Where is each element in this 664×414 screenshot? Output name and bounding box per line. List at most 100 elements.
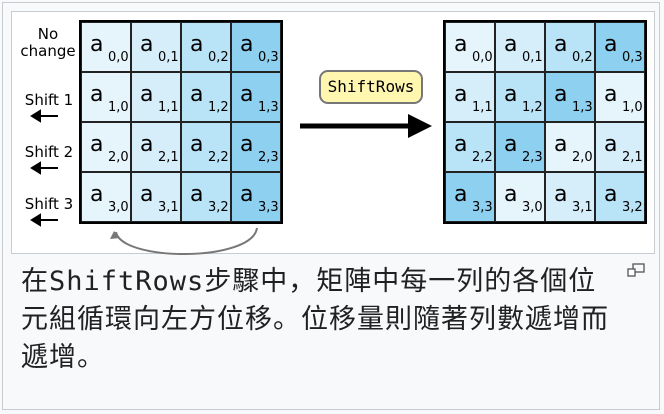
cell-subscript: 3,0 (522, 200, 543, 215)
cell-letter: a (454, 182, 468, 207)
figure-caption: 在ShiftRows步驟中，矩陣中每一列的各個位元組循環向左方位移。位移量則隨著… (21, 263, 621, 377)
cell-subscript: 2,1 (622, 150, 643, 165)
caption-part1: 在 (21, 266, 49, 297)
before-cell: a 2,2 (181, 122, 231, 172)
cell-letter: a (190, 32, 204, 57)
cell-subscript: 2,1 (158, 150, 179, 165)
before-cell: a 2,1 (131, 122, 181, 172)
cell-letter: a (240, 182, 254, 207)
caption-part2: 步驟中，矩陣中每一列的各個位元組循環向左方位移。位移量則隨著列數遞增而遞增。 (21, 266, 609, 373)
cell-subscript: 1,1 (472, 100, 493, 115)
cell-subscript: 3,2 (208, 200, 229, 215)
cell-subscript: 1,2 (208, 100, 229, 115)
shift-left-arrow-2 (30, 161, 58, 175)
enlarge-icon[interactable] (627, 263, 645, 277)
before-cell: a 3,2 (181, 172, 231, 222)
cell-subscript: 2,3 (522, 150, 543, 165)
cell-letter: a (90, 32, 104, 57)
cell-letter: a (190, 182, 204, 207)
cell-subscript: 3,3 (258, 200, 279, 215)
cell-subscript: 1,1 (158, 100, 179, 115)
cell-letter: a (90, 182, 104, 207)
main-arrow-icon (300, 114, 432, 138)
cell-letter: a (504, 182, 518, 207)
before-cell: a 0,0 (81, 22, 131, 72)
cell-letter: a (190, 132, 204, 157)
before-cell: a 1,1 (131, 72, 181, 122)
cell-letter: a (604, 182, 618, 207)
after-cell: a 0,3 (595, 22, 645, 72)
cell-subscript: 0,3 (622, 50, 643, 65)
cell-subscript: 2,0 (572, 150, 593, 165)
cell-subscript: 0,0 (108, 50, 129, 65)
before-cell: a 1,2 (181, 72, 231, 122)
row-label-2: Shift 2 (24, 143, 74, 161)
cell-subscript: 2,0 (108, 150, 129, 165)
cell-subscript: 1,2 (522, 100, 543, 115)
cell-letter: a (554, 32, 568, 57)
before-cell: a 3,3 (231, 172, 281, 222)
cell-subscript: 2,3 (258, 150, 279, 165)
cell-letter: a (140, 32, 154, 57)
shift-left-arrow-1 (30, 109, 58, 123)
cell-subscript: 1,0 (622, 100, 643, 115)
cell-subscript: 1,3 (572, 100, 593, 115)
cell-subscript: 3,3 (472, 200, 493, 215)
curve-row3-wrap (115, 227, 258, 255)
after-cell: a 1,1 (445, 72, 495, 122)
before-cell: a 3,1 (131, 172, 181, 222)
row-label-1: Shift 1 (24, 91, 74, 109)
before-cell: a 0,3 (231, 22, 281, 72)
after-cell: a 3,3 (445, 172, 495, 222)
cell-subscript: 3,1 (158, 200, 179, 215)
cell-subscript: 3,1 (572, 200, 593, 215)
cell-letter: a (90, 82, 104, 107)
after-cell: a 3,0 (495, 172, 545, 222)
cell-letter: a (90, 132, 104, 157)
cell-letter: a (140, 182, 154, 207)
cell-subscript: 1,3 (258, 100, 279, 115)
cell-letter: a (604, 82, 618, 107)
cell-subscript: 2,2 (208, 150, 229, 165)
cell-letter: a (604, 32, 618, 57)
cell-subscript: 0,3 (258, 50, 279, 65)
cell-letter: a (454, 82, 468, 107)
row-label-3: Shift 3 (24, 195, 74, 213)
cell-subscript: 0,1 (158, 50, 179, 65)
cell-subscript: 0,1 (522, 50, 543, 65)
cell-letter: a (504, 132, 518, 157)
cell-letter: a (240, 32, 254, 57)
before-cell: a 2,3 (231, 122, 281, 172)
after-cell: a 3,2 (595, 172, 645, 222)
before-cell: a 2,0 (81, 122, 131, 172)
cell-letter: a (454, 132, 468, 157)
cell-letter: a (454, 32, 468, 57)
cell-subscript: 1,0 (108, 100, 129, 115)
caption-code: ShiftRows (49, 266, 205, 297)
cell-letter: a (140, 132, 154, 157)
after-cell: a 1,0 (595, 72, 645, 122)
cell-letter: a (190, 82, 204, 107)
cell-letter: a (504, 32, 518, 57)
before-cell: a 1,0 (81, 72, 131, 122)
cell-subscript: 2,2 (472, 150, 493, 165)
cell-letter: a (240, 132, 254, 157)
cell-subscript: 3,2 (622, 200, 643, 215)
after-cell: a 2,2 (445, 122, 495, 172)
cell-letter: a (140, 82, 154, 107)
after-cell: a 0,1 (495, 22, 545, 72)
